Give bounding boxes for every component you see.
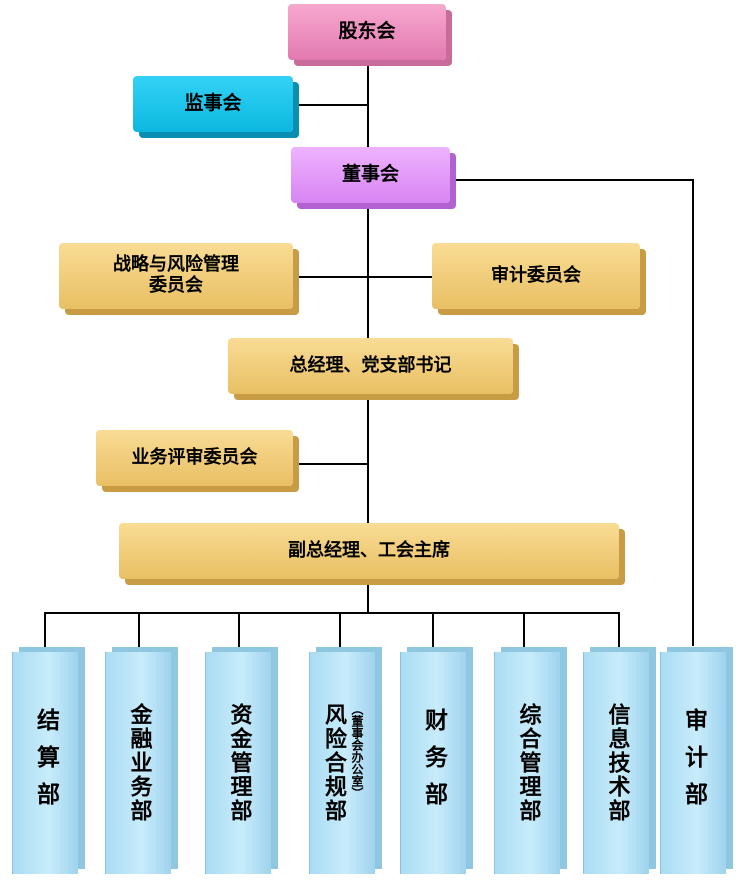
deputy-gm-box[interactable]: 副总经理、工会主席 [119, 523, 619, 579]
audit-committee-box[interactable]: 审计委员会 [432, 243, 640, 309]
business-review-label: 业务评审委员会 [131, 446, 258, 468]
department-label: 风险合规部 [321, 703, 346, 823]
department-label: 结算部 [32, 707, 59, 819]
board-label: 董事会 [341, 163, 399, 186]
department-label: 审计部 [680, 707, 707, 819]
department-label: 财务部 [420, 707, 447, 819]
dept-drop-3 [238, 612, 240, 650]
department-risk-compliance-text: 风险合规部 （董事会办公室） [317, 703, 368, 823]
dept-drop-5 [432, 612, 434, 650]
supervisors-box[interactable]: 监事会 [133, 76, 293, 132]
department-note: （董事会办公室） [350, 703, 364, 799]
department-label: 资金管理部 [226, 703, 252, 823]
dept-drop-4 [339, 612, 341, 650]
deputy-gm-label: 副总经理、工会主席 [288, 539, 450, 561]
department-risk-compliance[interactable]: 风险合规部 （董事会办公室） [309, 652, 375, 874]
dept-drop-7 [618, 612, 620, 650]
dept-drop-1 [44, 612, 46, 650]
strategy-committee-box[interactable]: 战略与风险管理 委员会 [59, 243, 293, 309]
shareholders-label: 股东会 [338, 20, 396, 43]
general-manager-label: 总经理、党支部书记 [289, 354, 452, 376]
department-label: 金融业务部 [126, 703, 152, 823]
board-box[interactable]: 董事会 [291, 147, 450, 203]
audit-line-horizontal [450, 179, 693, 181]
audit-line-vertical [692, 179, 694, 646]
department-information-technology[interactable]: 信息技术部 [583, 652, 649, 874]
department-label: 综合管理部 [515, 703, 541, 823]
department-label: 信息技术部 [604, 703, 630, 823]
strategy-committee-label: 战略与风险管理 委员会 [113, 254, 239, 296]
committee-connector [296, 276, 434, 278]
general-manager-box[interactable]: 总经理、党支部书记 [228, 338, 513, 394]
department-funds-management[interactable]: 资金管理部 [205, 652, 271, 874]
department-financial-business[interactable]: 金融业务部 [105, 652, 171, 874]
business-review-box[interactable]: 业务评审委员会 [96, 430, 293, 486]
trunk-line [367, 60, 369, 612]
department-finance[interactable]: 财务部 [400, 652, 466, 874]
department-bus [44, 612, 620, 614]
supervisors-connector [296, 104, 368, 106]
supervisors-label: 监事会 [184, 92, 242, 115]
department-settlement[interactable]: 结算部 [12, 652, 78, 874]
department-audit[interactable]: 审计部 [660, 652, 726, 874]
business-review-connector [296, 463, 368, 465]
audit-committee-label: 审计委员会 [491, 264, 581, 286]
dept-drop-2 [138, 612, 140, 650]
dept-drop-6 [523, 612, 525, 650]
shareholders-box[interactable]: 股东会 [288, 4, 446, 60]
department-general-admin[interactable]: 综合管理部 [494, 652, 560, 874]
